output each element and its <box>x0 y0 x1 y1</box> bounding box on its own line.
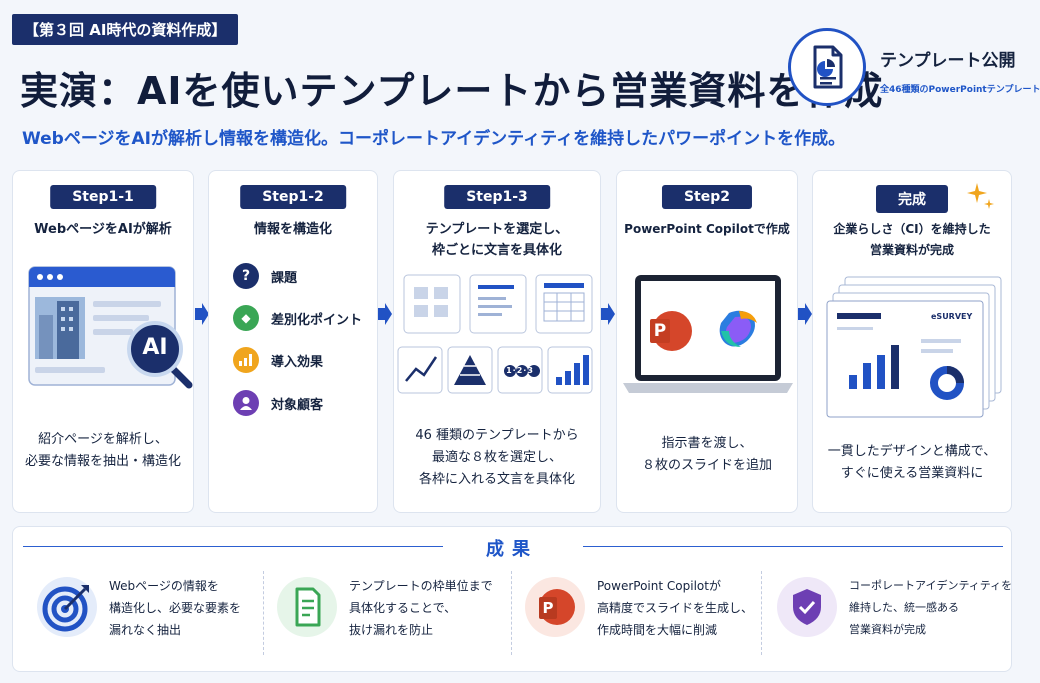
desc-line: 46 種類のテンプレートから <box>415 428 579 443</box>
results-panel: 成果 Webページの情報を 構造化し、必要な要素を 漏れなく抽出 <box>12 526 1012 672</box>
divider <box>511 571 512 655</box>
desc-line: 各枠に入れる文言を具体化 <box>418 472 575 487</box>
step-heading: 情報を構造化 <box>253 222 332 237</box>
result-line: Webページの情報を <box>109 579 219 593</box>
structure-item: ◆ 差別化ポイント <box>233 304 362 332</box>
diamond-icon: ◆ <box>233 305 259 331</box>
result-text: Webページの情報を 構造化し、必要な要素を 漏れなく抽出 <box>109 575 241 641</box>
result-text: PowerPoint Copilotが 高精度でスライドを生成し、 作成時間を大… <box>597 575 753 641</box>
step-description: 紹介ページを解析し、 必要な情報を抽出・構造化 <box>13 429 193 473</box>
template-release-badge: テンプレート公開 全46種類のPowerPointテンプレート <box>788 28 1040 108</box>
step-pill: Step1-2 <box>240 185 346 209</box>
result-text: テンプレートの枠単位まで 具体化することで、 抜け漏れを防止 <box>349 575 493 641</box>
divider <box>583 546 1003 547</box>
badge-subtitle: 全46種類のPowerPointテンプレート <box>880 85 1040 95</box>
result-line: 構造化し、必要な要素を <box>109 601 242 615</box>
desc-line: 一貫したデザインと構成で、 <box>827 444 997 459</box>
structure-item: ? 課題 <box>233 262 297 290</box>
flow-arrow-icon <box>798 303 812 325</box>
desc-line: 必要な情報を抽出・構造化 <box>24 454 181 469</box>
result-line: 抜け漏れを防止 <box>349 623 434 637</box>
step-heading: テンプレートを選定し、 枠ごとに文言を具体化 <box>394 219 600 261</box>
step-description: 46 種類のテンプレートから 最適な８枚を選定し、 各枠に入れる文言を具体化 <box>394 425 600 491</box>
divider <box>263 571 264 655</box>
finished-slides-illustration <box>826 276 1002 418</box>
page-subtitle: WebページをAIが解析し情報を構造化。コーポレートアイデンティティを維持したパ… <box>22 129 846 149</box>
result-item: テンプレートの枠単位まで 具体化することで、 抜け漏れを防止 <box>277 571 509 663</box>
numbered-steps-label: 1·2·3 <box>506 366 534 375</box>
step-pill: 完成 <box>876 185 948 213</box>
brand-logo: eSURVEY <box>931 312 973 321</box>
result-line: 維持した、統一感ある <box>849 601 959 614</box>
step-heading: 企業らしさ（CI）を維持した 営業資料が完成 <box>813 219 1011 261</box>
sparkle-icon <box>967 183 994 209</box>
step-card-complete: 完成 企業らしさ（CI）を維持した 営業資料が完成 eSURVEY 一貫したデザ… <box>812 170 1012 513</box>
template-thumbnails-illustration <box>397 274 593 394</box>
structure-item-label: 課題 <box>271 270 298 286</box>
result-line: 作成時間を大幅に削減 <box>597 623 718 637</box>
shield-check-icon <box>777 577 837 637</box>
step-card-2: Step2 PowerPoint Copilotで作成 P 指示書を渡し、 ８枚… <box>616 170 798 513</box>
document-check-icon <box>277 577 337 637</box>
heading-line: 企業らしさ（CI）を維持した <box>833 222 991 236</box>
divider <box>761 571 762 655</box>
structure-item: 導入効果 <box>233 346 323 374</box>
desc-line: すぐに使える営業資料に <box>840 466 984 481</box>
result-line: 高精度でスライドを生成し、 <box>597 601 754 615</box>
divider <box>23 546 443 547</box>
target-icon <box>37 577 97 637</box>
laptop-illustration <box>623 275 793 393</box>
powerpoint-icon: P <box>653 321 667 341</box>
web-page-analysis-illustration <box>28 266 193 389</box>
step-card-1-2: Step1-2 情報を構造化 ? 課題 ◆ 差別化ポイント 導入効果 対象顧客 <box>208 170 378 513</box>
desc-line: ８枚のスライドを追加 <box>641 458 772 473</box>
result-line: PowerPoint Copilotが <box>597 579 721 593</box>
result-line: テンプレートの枠単位まで <box>349 579 493 593</box>
step-description: 一貫したデザインと構成で、 すぐに使える営業資料に <box>813 441 1011 485</box>
step-pill: Step2 <box>661 185 753 209</box>
person-icon <box>233 390 259 416</box>
structure-item-label: 導入効果 <box>271 354 324 370</box>
structure-item-label: 対象顧客 <box>271 397 324 413</box>
result-line: 漏れなく抽出 <box>109 623 182 637</box>
step-card-1-3: Step1-3 テンプレートを選定し、 枠ごとに文言を具体化 1·2·3 46 … <box>393 170 601 513</box>
step-heading: PowerPoint Copilotで作成 <box>624 222 790 236</box>
desc-line: 紹介ページを解析し、 <box>38 432 168 447</box>
badge-title: テンプレート公開 <box>880 51 1016 71</box>
structure-item: 対象顧客 <box>233 389 323 417</box>
heading-line: 枠ごとに文言を具体化 <box>431 243 562 258</box>
step-pill: Step1-3 <box>444 185 550 209</box>
question-icon: ? <box>233 263 259 289</box>
powerpoint-letter: P <box>542 599 554 617</box>
result-line: コーポレートアイデンティティを <box>849 579 1013 592</box>
flow-arrow-icon <box>601 303 615 325</box>
desc-line: 指示書を渡し、 <box>661 436 753 451</box>
heading-line: テンプレートを選定し、 <box>425 222 569 237</box>
result-item: Webページの情報を 構造化し、必要な要素を 漏れなく抽出 <box>37 571 263 663</box>
step-description: 指示書を渡し、 ８枚のスライドを追加 <box>617 433 797 477</box>
result-text: コーポレートアイデンティティを 維持した、統一感ある 営業資料が完成 <box>849 575 1012 641</box>
result-line: 営業資料が完成 <box>849 623 926 636</box>
heading-line: 営業資料が完成 <box>869 243 954 257</box>
result-line: 具体化することで、 <box>349 601 457 615</box>
flow-arrow-icon <box>378 303 392 325</box>
step-card-1-1: Step1-1 WebページをAIが解析 AI 紹介ページを解析し、 必要な情報… <box>12 170 194 513</box>
ai-magnifier-label: AI <box>142 335 168 360</box>
series-tag: 【第３回 AI時代の資料作成】 <box>12 14 239 45</box>
template-document-icon <box>788 28 866 106</box>
powerpoint-icon <box>525 577 585 637</box>
flow-arrow-icon <box>195 303 209 325</box>
step-heading: WebページをAIが解析 <box>34 222 172 237</box>
result-item: P PowerPoint Copilotが 高精度でスライドを生成し、 作成時間… <box>525 571 761 663</box>
page-title: 実演：AIを使いテンプレートから営業資料を作成 <box>20 69 884 113</box>
result-item: コーポレートアイデンティティを 維持した、統一感ある 営業資料が完成 <box>777 571 1012 663</box>
bar-chart-icon <box>233 347 259 373</box>
structure-item-label: 差別化ポイント <box>271 312 363 328</box>
desc-line: 最適な８枚を選定し、 <box>431 450 562 465</box>
results-title: 成果 <box>486 539 538 560</box>
step-pill: Step1-1 <box>50 185 156 209</box>
